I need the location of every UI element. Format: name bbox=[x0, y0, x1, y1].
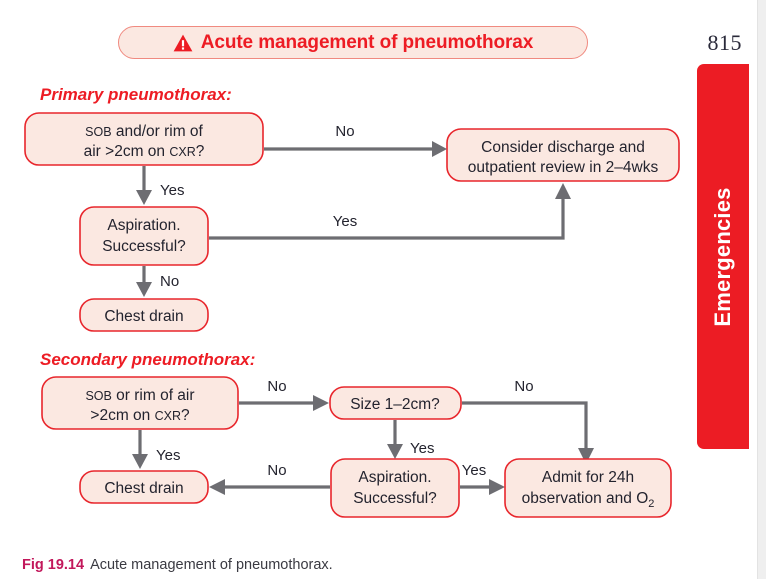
secondary-admit-line2-a: observation and O bbox=[522, 490, 649, 507]
secondary-decision-line2-abbrev: CXR bbox=[155, 409, 181, 423]
primary-chest-drain-box[interactable]: Chest drain bbox=[79, 298, 209, 332]
svg-text:SOB and/or rim of: SOB and/or rim of bbox=[85, 123, 203, 140]
secondary-edge-no-size: No bbox=[239, 378, 329, 411]
primary-decision-sob-box[interactable]: SOB and/or rim of air >2cm on CXR? bbox=[24, 112, 264, 166]
svg-text:SOB or rim of air: SOB or rim of air bbox=[85, 387, 194, 404]
primary-edge-label-no-discharge: No bbox=[335, 123, 354, 140]
primary-edge-no-discharge: No bbox=[264, 123, 447, 157]
secondary-admit-line2-subscript: 2 bbox=[648, 498, 654, 510]
primary-discharge-box[interactable]: Consider discharge and outpatient review… bbox=[446, 128, 680, 182]
section-heading-primary: Primary pneumothorax: bbox=[40, 85, 232, 104]
secondary-edge-label-yes-aspiration: Yes bbox=[410, 440, 434, 457]
secondary-decision-line1-rest: or rim of air bbox=[112, 387, 195, 404]
primary-discharge-line2: outpatient review in 2–4wks bbox=[468, 159, 659, 176]
section-heading-secondary: Secondary pneumothorax: bbox=[40, 350, 255, 369]
secondary-edge-yes-admit: Yes bbox=[460, 462, 505, 495]
secondary-edge-label-no-size: No bbox=[267, 378, 286, 395]
secondary-edge-label-no-admit: No bbox=[514, 378, 533, 395]
primary-edge-no-chestdrain: No bbox=[136, 266, 179, 297]
secondary-size-box[interactable]: Size 1–2cm? bbox=[329, 386, 462, 420]
warning-triangle-icon bbox=[173, 34, 193, 51]
figure-number: Fig 19.14 bbox=[22, 557, 85, 573]
primary-aspiration-line2: Successful? bbox=[102, 238, 186, 255]
svg-text:air >2cm on CXR?: air >2cm on CXR? bbox=[84, 143, 205, 160]
primary-aspiration-box[interactable]: Aspiration. Successful? bbox=[79, 206, 209, 266]
primary-edge-label-yes-aspiration: Yes bbox=[160, 182, 184, 199]
secondary-chest-drain-box[interactable]: Chest drain bbox=[79, 470, 209, 504]
svg-text:>2cm on CXR?: >2cm on CXR? bbox=[90, 407, 190, 424]
primary-edge-label-yes-discharge: Yes bbox=[333, 213, 357, 230]
secondary-size-label: Size 1–2cm? bbox=[350, 396, 440, 413]
secondary-edge-no-admit: No bbox=[462, 378, 594, 464]
secondary-aspiration-box[interactable]: Aspiration. Successful? bbox=[330, 458, 460, 518]
secondary-decision-line2-a: >2cm on bbox=[90, 407, 154, 424]
page-edge-strip bbox=[757, 0, 766, 579]
secondary-edge-label-no-chestdrain: No bbox=[267, 462, 286, 479]
section-tab-label: Emergencies bbox=[710, 186, 735, 327]
secondary-edge-label-yes-admit: Yes bbox=[462, 462, 486, 479]
secondary-aspiration-line2: Successful? bbox=[353, 490, 437, 507]
primary-decision-line2-b: ? bbox=[196, 143, 205, 160]
primary-decision-line2-abbrev: CXR bbox=[169, 145, 195, 159]
secondary-admit-line1: Admit for 24h bbox=[542, 469, 634, 486]
secondary-edge-yes-aspiration: Yes bbox=[387, 420, 434, 459]
primary-aspiration-line1: Aspiration. bbox=[107, 217, 180, 234]
figure-caption: Fig 19.14 Acute management of pneumothora… bbox=[22, 557, 333, 573]
svg-text:observation and O2: observation and O2 bbox=[522, 490, 655, 510]
secondary-chest-drain-label: Chest drain bbox=[104, 480, 183, 497]
primary-edge-yes-aspiration: Yes bbox=[136, 166, 184, 205]
secondary-decision-line2-b: ? bbox=[181, 407, 190, 424]
section-thumb-tab[interactable]: Emergencies bbox=[697, 64, 749, 449]
secondary-decision-sob-box[interactable]: SOB or rim of air >2cm on CXR? bbox=[41, 376, 239, 430]
title-banner: Acute management of pneumothorax bbox=[118, 26, 588, 59]
figure-caption-text: Acute management of pneumothorax. bbox=[90, 557, 333, 573]
primary-edge-yes-discharge: Yes bbox=[209, 183, 571, 240]
primary-decision-line2-a: air >2cm on bbox=[84, 143, 170, 160]
primary-decision-line1-abbrev: SOB bbox=[85, 125, 111, 139]
pneumothorax-flowchart: Primary pneumothorax: SOB and/or rim of … bbox=[24, 85, 680, 518]
secondary-edge-no-chestdrain: No bbox=[209, 462, 330, 495]
primary-edge-label-no-chestdrain: No bbox=[160, 273, 179, 290]
secondary-edge-yes-chestdrain: Yes bbox=[132, 430, 180, 469]
secondary-admit-box[interactable]: Admit for 24h observation and O2 bbox=[504, 458, 672, 518]
primary-chest-drain-label: Chest drain bbox=[104, 308, 183, 325]
secondary-decision-line1-abbrev: SOB bbox=[85, 389, 111, 403]
title-text: Acute management of pneumothorax bbox=[200, 31, 534, 53]
secondary-aspiration-line1: Aspiration. bbox=[358, 469, 431, 486]
secondary-edge-label-yes-chestdrain: Yes bbox=[156, 447, 180, 464]
page-number: 815 bbox=[707, 30, 742, 55]
primary-discharge-line1: Consider discharge and bbox=[481, 139, 645, 156]
primary-decision-line1-rest: and/or rim of bbox=[112, 123, 204, 140]
